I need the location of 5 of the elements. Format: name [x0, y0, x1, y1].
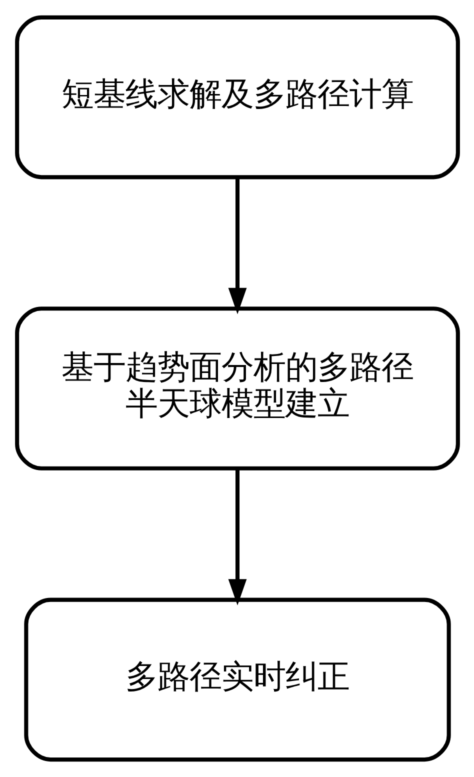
node-box: 短基线求解及多路径计算: [14, 15, 460, 180]
arrow: [228, 178, 246, 314]
node-box: 多路径实时纠正: [24, 598, 450, 762]
node-box: 基于趋势面分析的多路径半天球模型建立: [14, 306, 460, 470]
arrow: [228, 468, 246, 606]
